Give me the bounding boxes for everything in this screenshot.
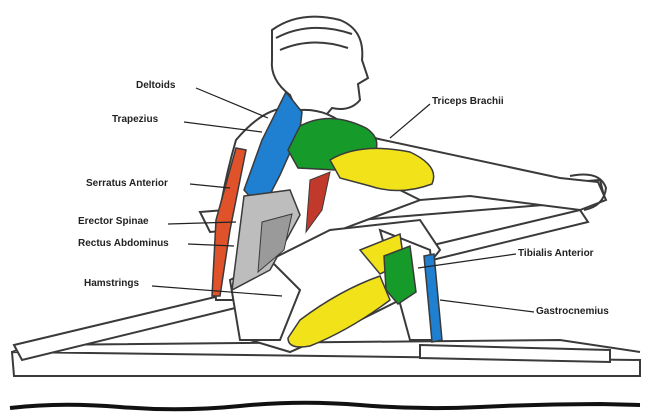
label-rectus-abdominus: Rectus Abdominus (78, 238, 169, 250)
boat-hull (12, 340, 640, 376)
label-gastrocnemius: Gastrocnemius (536, 306, 609, 318)
leader-gastrocnemius (440, 300, 534, 312)
label-triceps-brachii: Triceps Brachii (432, 96, 504, 108)
label-trapezius: Trapezius (112, 114, 158, 126)
water-surface (10, 403, 640, 410)
label-serratus-anterior: Serratus Anterior (86, 178, 168, 190)
leader-triceps (390, 104, 430, 138)
label-erector-spinae: Erector Spinae (78, 216, 149, 228)
leader-deltoids (196, 88, 268, 118)
label-deltoids: Deltoids (136, 80, 175, 92)
label-hamstrings: Hamstrings (84, 278, 139, 290)
label-tibialis-anterior: Tibialis Anterior (518, 248, 594, 260)
